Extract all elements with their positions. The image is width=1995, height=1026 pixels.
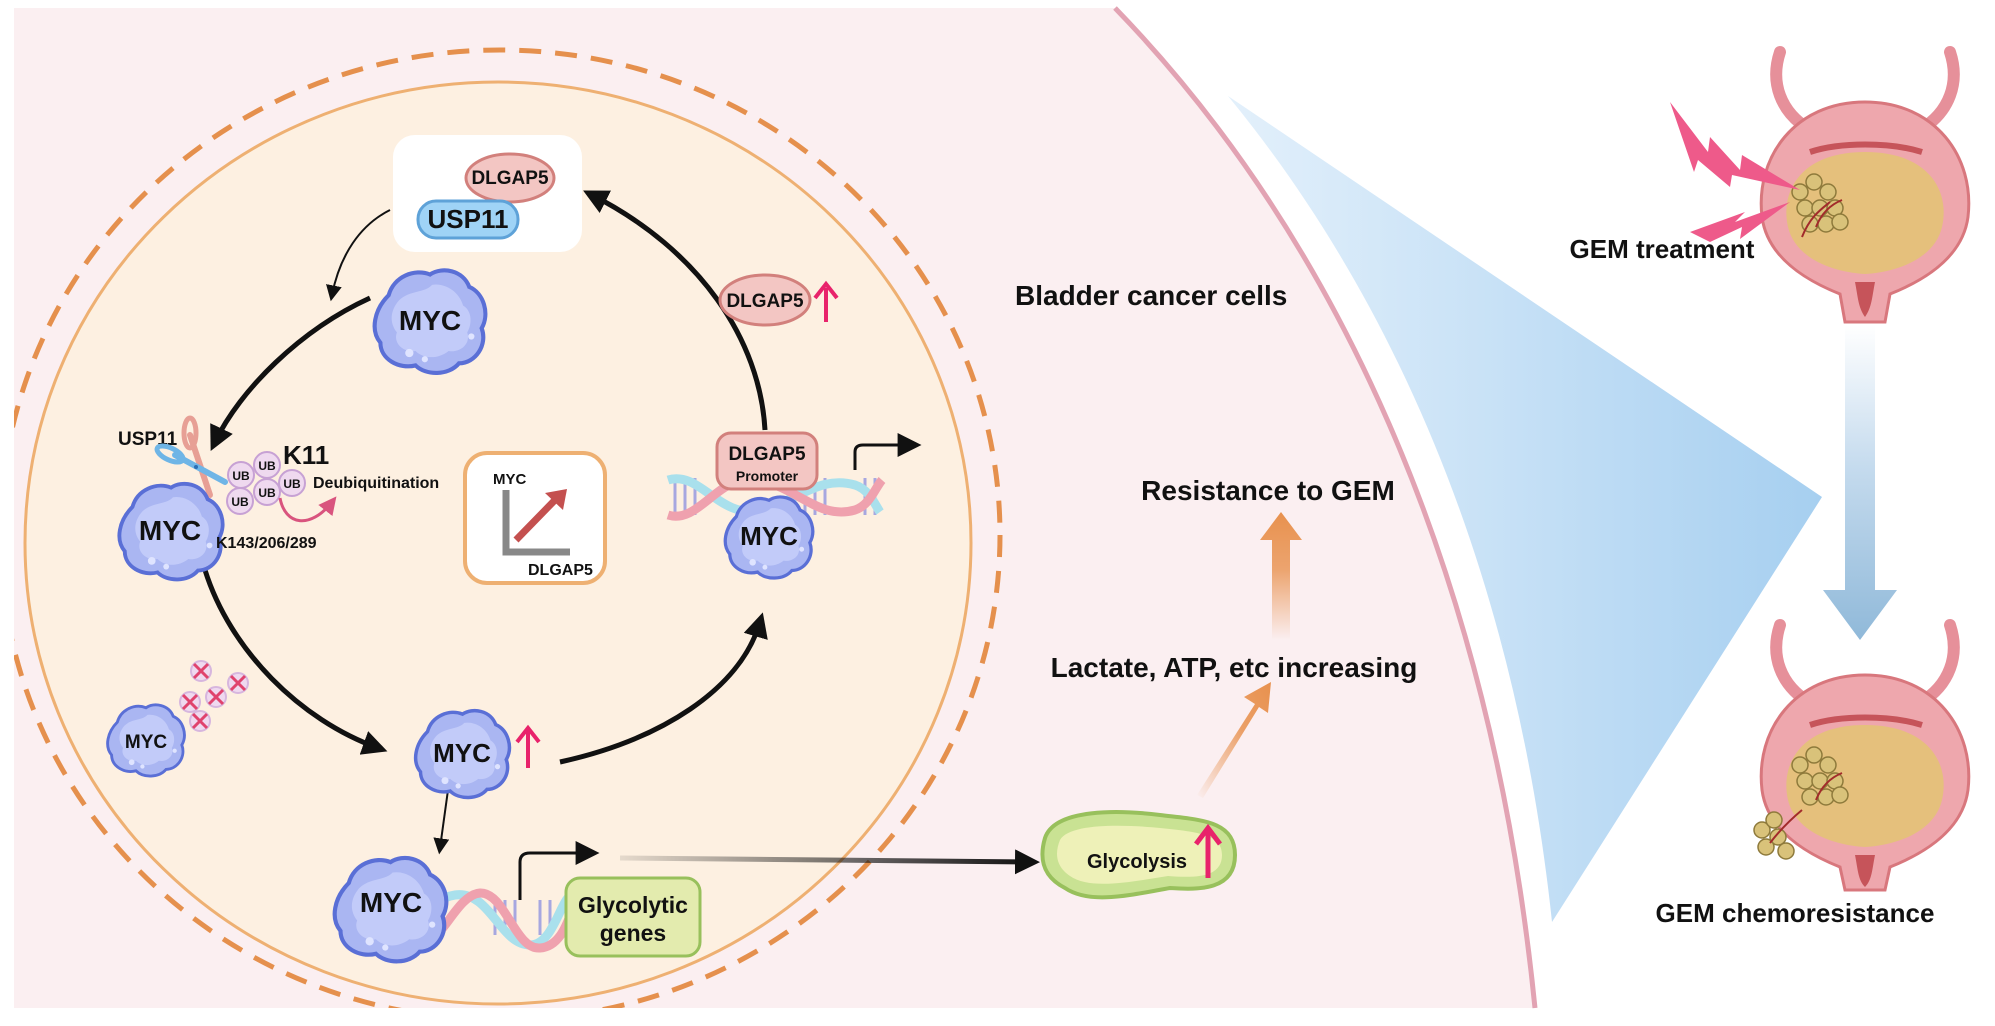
glycolysis-mitochondrion: Glycolysis — [1040, 810, 1238, 900]
degraded-myc-label: MYC — [125, 732, 168, 753]
promoter-myc-label: MYC — [740, 521, 798, 551]
ub-label: UB — [232, 469, 250, 483]
arrow-metabolites-to-resistance — [1260, 512, 1302, 640]
release-arrow-icon — [278, 496, 337, 523]
correlation-axes — [502, 490, 570, 556]
correlation-trend-icon — [513, 497, 558, 543]
up-arrow-icon — [1194, 823, 1222, 878]
correlation-y-label: MYC — [493, 471, 527, 488]
arrow-to-glycolysis — [619, 849, 1040, 875]
arrow-glycolysis-to-metabolites — [1197, 682, 1271, 798]
bladder-chemoresistance-illustration — [1753, 619, 1971, 892]
arrow-complex-to-myc — [326, 209, 391, 302]
progression-arrow-icon — [1823, 325, 1897, 640]
cycle-arrows — [202, 190, 1040, 900]
nuclear-envelope-dashed — [14, 47, 1003, 1008]
resistance-label: Resistance to GEM — [1141, 475, 1395, 506]
glycolytic-genes-label-2: genes — [600, 920, 666, 946]
dlgap5-promoter-dna: DLGAP5 Promoter MYC — [666, 431, 886, 580]
glycolytic-myc-label: MYC — [360, 887, 422, 918]
promoter-sub-label: Promoter — [736, 468, 799, 484]
arrow-to-complex — [583, 190, 768, 431]
correlation-inset: MYC DLGAP5 — [463, 451, 607, 585]
ub-label: UB — [283, 477, 301, 491]
myc-upregulated: MYC — [413, 708, 541, 800]
glycolytic-genes-label-1: Glycolytic — [578, 892, 688, 918]
deubiquitination-group: USP11 MYC UB UB UB UB UB K11 Deubiquitin… — [117, 415, 439, 582]
ub-label: UB — [258, 486, 276, 500]
myc-protein-top: MYC — [375, 270, 486, 373]
usp11-protein — [416, 199, 520, 240]
zoom-wedge — [1228, 96, 1822, 922]
blocked-ubiquitin-icon — [179, 660, 249, 732]
bladder-treatment-illustration — [1670, 46, 1971, 324]
up-arrow-icon — [813, 280, 839, 322]
glycolytic-genes-box — [564, 876, 702, 958]
arrow-to-promoter — [559, 612, 768, 765]
bladder-icon — [1759, 46, 1971, 324]
ubiquitin-chain: UB UB UB UB UB — [226, 451, 306, 515]
k11-label: K11 — [283, 440, 329, 470]
correlation-x-label: DLGAP5 — [528, 562, 593, 579]
up-arrow-icon — [515, 724, 541, 768]
dlgap5-label: DLGAP5 — [471, 168, 549, 189]
metabolites-label: Lactate, ATP, etc increasing — [1051, 652, 1418, 683]
gem-chemoresistance-label: GEM chemoresistance — [1656, 898, 1935, 928]
dlgap5-up-label: DLGAP5 — [726, 291, 804, 312]
cell-membrane — [1113, 6, 1538, 1009]
lysine-sites-label: K143/206/289 — [216, 535, 317, 552]
ub-label: UB — [258, 459, 276, 473]
arrow-to-myc-up — [202, 569, 388, 755]
dlgap5-protein — [464, 152, 556, 204]
myc-top-label: MYC — [399, 305, 461, 336]
glycolytic-gene-dna: MYC Glycolytic genes — [335, 858, 702, 961]
degraded-myc: MYC — [106, 660, 249, 778]
promoter-gene-label: DLGAP5 — [728, 444, 806, 465]
scissors-icon — [154, 415, 228, 498]
usp11-dlgap5-complex: DLGAP5 USP11 — [393, 135, 582, 252]
drug-lightning-icon — [1670, 102, 1800, 242]
orange-progression-arrows — [1197, 512, 1302, 798]
region-title: Bladder cancer cells — [1015, 280, 1287, 311]
myc-up-label: MYC — [433, 738, 491, 768]
arrow-to-deubiquitination — [210, 295, 372, 452]
myc-deub-label: MYC — [139, 515, 201, 546]
arrow-to-glycolytic-genes — [433, 789, 450, 855]
gem-treatment-label: GEM treatment — [1570, 234, 1755, 264]
ub-label: UB — [231, 495, 249, 509]
transcription-start-dlgap5 — [853, 433, 922, 470]
deubiquitination-label: Deubiquitination — [313, 475, 439, 492]
dlgap5-upregulated: DLGAP5 — [718, 273, 839, 327]
glycolysis-label: Glycolysis — [1087, 851, 1187, 873]
bladder-icon — [1753, 619, 1971, 892]
transcription-start-glycolytic — [518, 841, 600, 900]
usp11-label: USP11 — [428, 204, 509, 234]
